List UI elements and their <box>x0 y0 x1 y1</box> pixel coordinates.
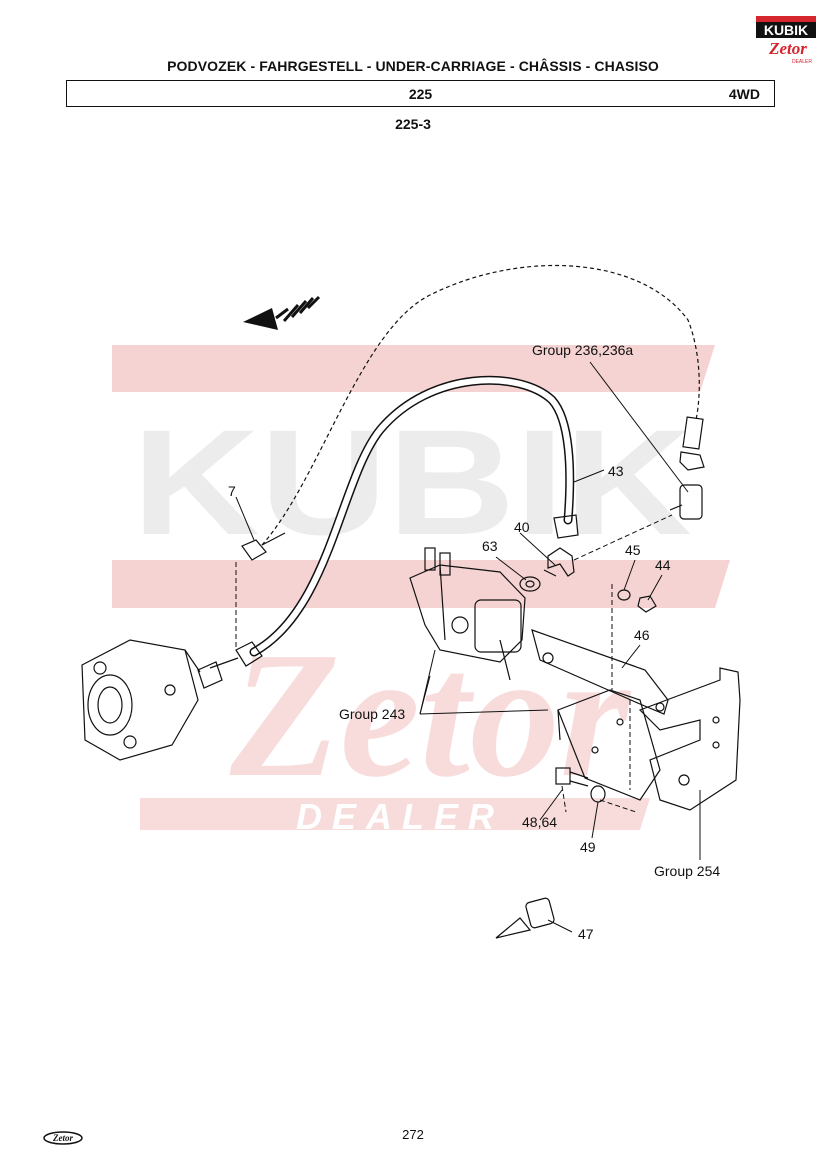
callout-group-236: Group 236,236a <box>532 342 633 358</box>
group-header-box: 225 4WD <box>66 80 775 107</box>
page-number: 272 <box>402 1127 424 1142</box>
tee-fitting <box>669 484 703 520</box>
mounting-bolt <box>555 767 589 787</box>
pipe-union-nut <box>241 532 286 561</box>
group-number: 225 <box>408 86 433 102</box>
callout-40: 40 <box>514 519 530 535</box>
callout-46: 46 <box>634 627 650 643</box>
travel-direction-arrow-icon <box>243 295 321 330</box>
footer-zetor-logo: Zetor <box>43 1131 83 1145</box>
subgroup-number: 225-3 <box>395 116 431 132</box>
watermark-dealer-text: DEALER <box>296 796 504 837</box>
callout-44: 44 <box>655 557 671 573</box>
callout-49: 49 <box>580 839 596 855</box>
hydraulic-connector-47 <box>495 897 555 939</box>
watermark-kubik-text: KUBIK <box>132 398 692 566</box>
hydraulic-pump-body <box>81 639 223 761</box>
steering-valve-block <box>409 547 526 681</box>
frame-mounting-plate <box>557 689 661 801</box>
nut-44 <box>637 595 657 613</box>
mounting-bracket-strap <box>531 629 669 715</box>
thin-pipe-dashed <box>261 264 700 546</box>
logo-dealer-text: DEALER <box>792 59 812 65</box>
chassis-frame-part <box>638 667 741 811</box>
callout-43: 43 <box>608 463 624 479</box>
logo-kubik-text: KUBIK <box>764 22 808 38</box>
callout-47: 47 <box>578 926 594 942</box>
hose-union-nut <box>209 641 263 669</box>
watermark-zetor-text: Zetor <box>229 615 632 814</box>
callout-7: 7 <box>228 483 236 499</box>
footer-logo-text: Zetor <box>52 1133 73 1143</box>
callout-group-254: Group 254 <box>654 863 720 879</box>
pipe-end-fitting <box>679 416 705 471</box>
callout-group-243: Group 243 <box>339 706 405 722</box>
sealing-washer <box>519 576 541 592</box>
part-callouts: 7 43 40 63 45 44 46 Group 236,236a Group… <box>228 342 720 942</box>
kubik-zetor-logo: KUBIK Zetor DEALER <box>756 16 816 65</box>
variant-label: 4WD <box>728 86 760 102</box>
elbow-fitting <box>543 547 575 577</box>
callout-48-64: 48,64 <box>522 814 557 830</box>
logo-zetor-text: Zetor <box>768 39 807 58</box>
section-title: PODVOZEK - FAHRGESTELL - UNDER-CARRIAGE … <box>167 58 659 74</box>
dealer-watermark: KUBIK Zetor DEALER <box>112 345 730 837</box>
callout-45: 45 <box>625 542 641 558</box>
hose-end-fitting <box>553 514 579 539</box>
callout-63: 63 <box>482 538 498 554</box>
